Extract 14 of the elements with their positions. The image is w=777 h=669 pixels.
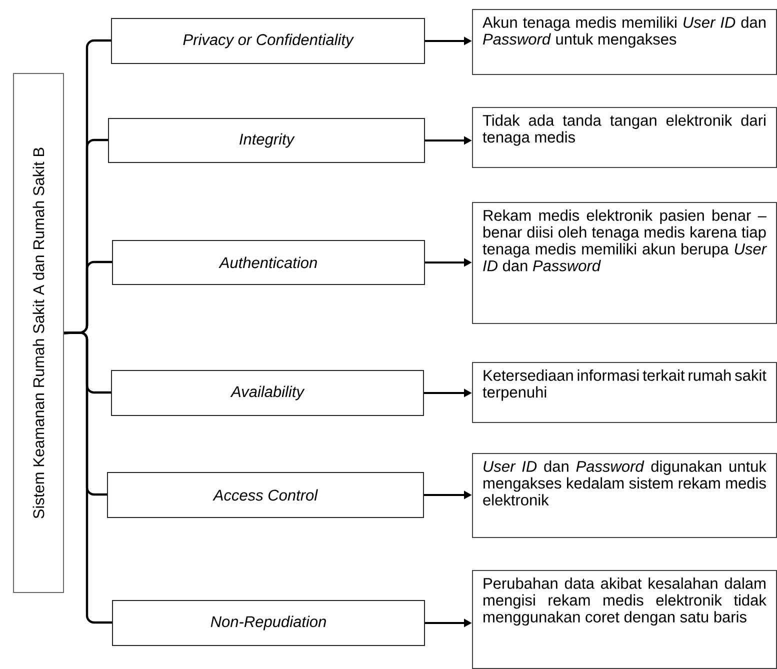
description-box: User ID dan Password digunakan untuk mengakses kedalam sistem rekam medis elektronik bbox=[472, 453, 777, 538]
description-box: Akun tenaga medis memiliki User ID dan Password untuk mengakses bbox=[472, 9, 777, 75]
description-box: Perubahan data akibat kesalahan dalam mengisi rekam medis elektronik tidak menggunakan coret dengan satu baris bbox=[472, 570, 777, 669]
bracket-connector bbox=[64, 332, 112, 624]
aspect-box: Integrity bbox=[108, 118, 425, 163]
aspect-box: Non-Repudiation bbox=[112, 600, 425, 646]
description-box: Ketersediaan informasi terkait rumah sakit terpenuhi bbox=[472, 362, 777, 423]
aspect-box: Privacy or Confidentiality bbox=[111, 18, 425, 64]
aspect-box: Access Control bbox=[107, 472, 424, 518]
system-box: Sistem Keamanan Rumah Sakit A dan Rumah Sakit B bbox=[13, 73, 64, 593]
aspect-box: Availability bbox=[111, 370, 424, 416]
description-box: Tidak ada tanda tangan elektronik dari tenaga medis bbox=[472, 107, 777, 168]
aspect-box: Authentication bbox=[112, 240, 425, 285]
description-box: Rekam medis elektronik pasien benar – benar diisi oleh tenaga medis karena tiap tenaga medis memiliki akun berupa User ID dan Password bbox=[472, 202, 777, 324]
